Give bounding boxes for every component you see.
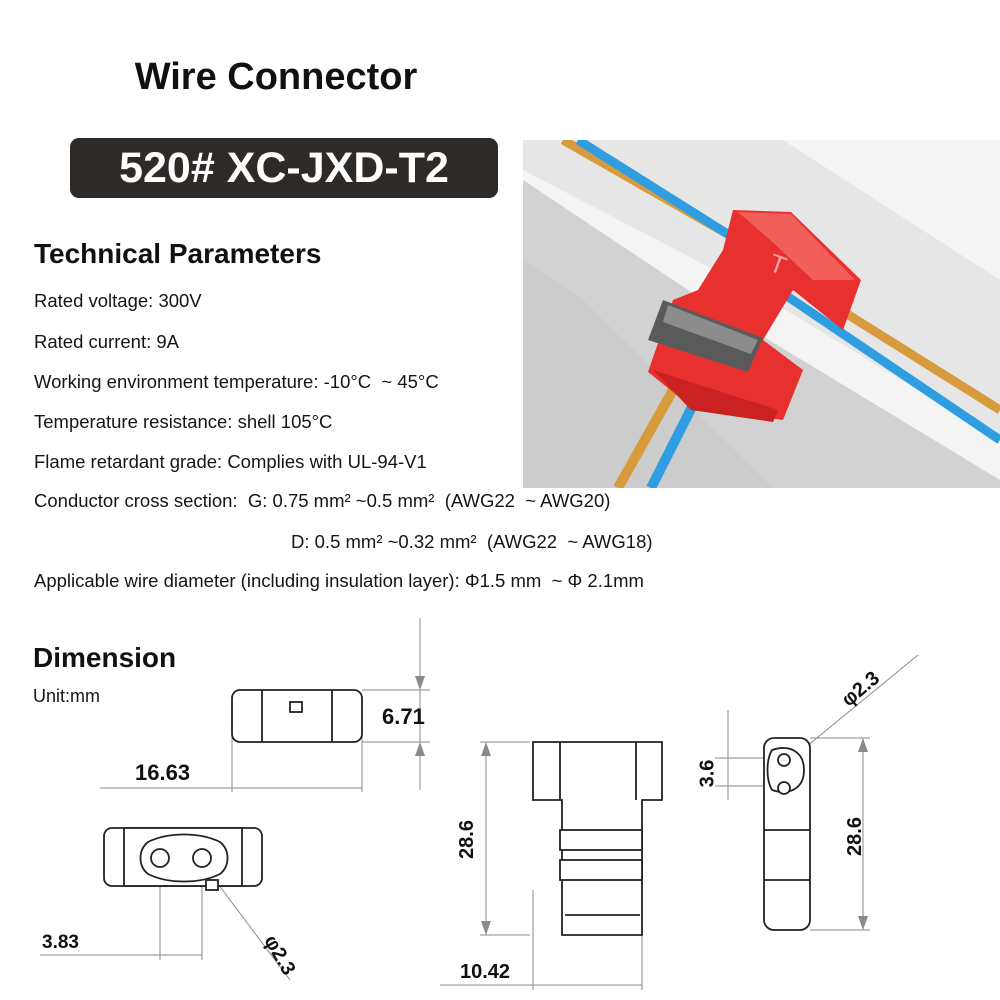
dim-front-width: 10.42	[460, 961, 511, 983]
dimension-drawings	[40, 618, 919, 990]
param-line: Rated current: 9A	[34, 331, 179, 352]
param-line: Conductor cross section: G: 0.75 mm² ~0.…	[34, 490, 611, 511]
dim-side-height: 28.6	[843, 817, 866, 856]
page-title: Wire Connector	[134, 56, 418, 98]
model-badge: 520# XC-JXD-T2	[70, 138, 498, 198]
dimension-heading: Dimension	[33, 642, 177, 673]
param-line: Flame retardant grade: Complies with UL-…	[34, 451, 427, 472]
param-line: Applicable wire diameter (including insu…	[34, 570, 644, 591]
dim-length: 16.63	[135, 760, 191, 785]
unit-label: Unit:mm	[33, 686, 100, 706]
dim-height: 6.71	[382, 704, 425, 729]
dim-hole-spacing: 3.6	[696, 759, 719, 788]
product-photo: T	[523, 140, 1000, 488]
param-line: D: 0.5 mm² ~0.32 mm² (AWG22 ~ AWG18)	[291, 531, 653, 552]
param-line: Rated voltage: 300V	[34, 290, 202, 311]
technical-heading: Technical Parameters	[34, 238, 322, 269]
dim-front-height: 28.6	[455, 820, 478, 859]
dim-pitch: 3.83	[42, 932, 79, 953]
param-line: Working environment temperature: -10°C ~…	[34, 371, 439, 392]
param-line: Temperature resistance: shell 105°C	[34, 411, 333, 432]
